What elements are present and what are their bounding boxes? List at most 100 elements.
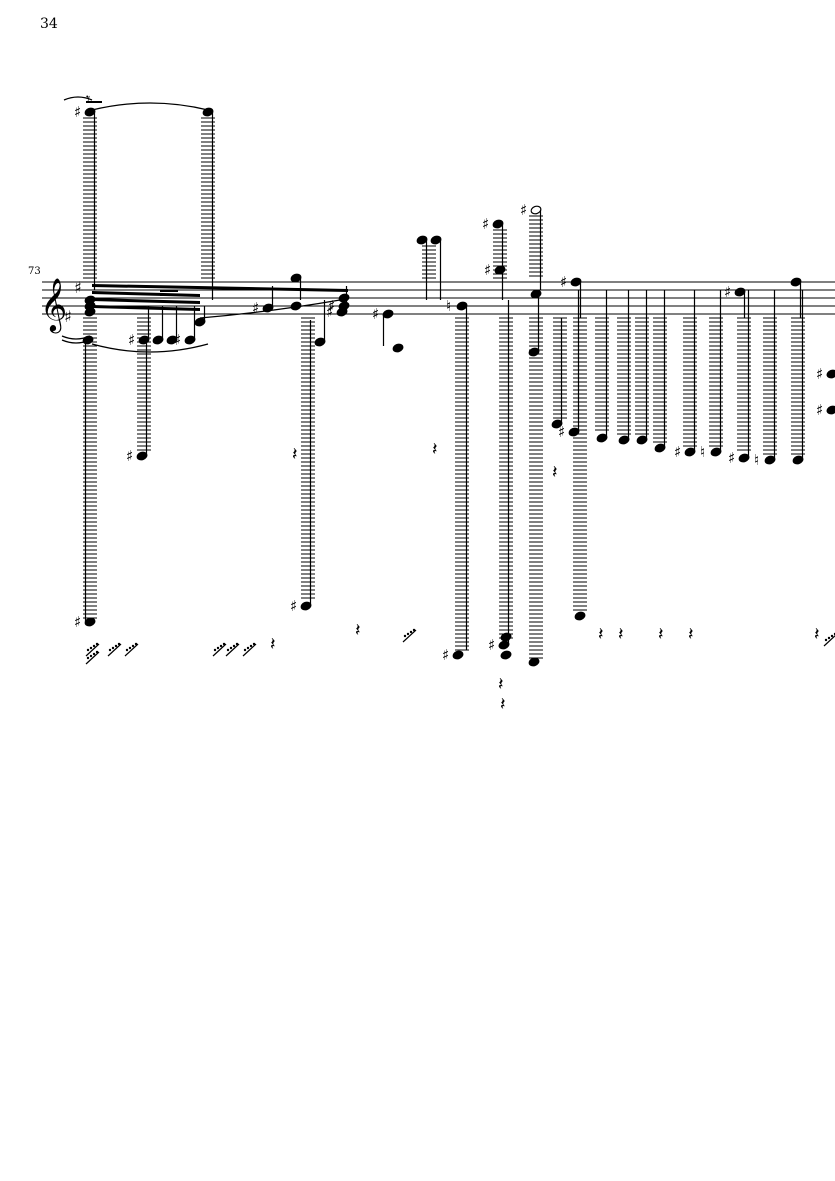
tremolo-dot [213, 648, 217, 652]
notehead-icon [194, 317, 206, 327]
quarter-rest-icon: 𝄽 [598, 624, 604, 645]
notehead-icon [654, 443, 666, 453]
beam-icon [92, 284, 348, 311]
notehead-icon [84, 617, 96, 627]
sharp-icon: ♯ [816, 365, 823, 383]
notehead-icon [764, 455, 776, 465]
tremolo-dot [128, 646, 132, 650]
quarter-rest-icon: 𝄽 [688, 624, 694, 645]
sharp-icon: ♯ [558, 423, 565, 441]
notehead-icon [530, 289, 542, 299]
eighth-rest-icon: 𝄾 [86, 89, 90, 108]
tie-icon [61, 96, 341, 353]
notehead-icon [568, 427, 580, 437]
tremolo-dot [252, 642, 256, 646]
sharp-icon: ♯ [290, 597, 297, 615]
tremolo-dot [131, 644, 135, 648]
ledger-lines [83, 117, 805, 659]
quarter-rest-icon: 𝄽 [498, 674, 504, 695]
tremolo-dot [89, 646, 93, 650]
sharp-icon: ♯ [674, 443, 681, 461]
notehead-icon [382, 309, 394, 319]
tremolo-dot [216, 646, 220, 650]
notehead-icon [336, 307, 348, 317]
tremolo-slash [212, 643, 227, 657]
notehead-icon [202, 107, 214, 117]
tremolo-dot [95, 642, 99, 646]
sharp-icon: ♯ [74, 278, 82, 297]
notehead-icon [498, 640, 510, 650]
quarter-rest-icon: 𝄽 [500, 694, 506, 715]
tremolo-dot [117, 642, 121, 646]
sharp-icon: ♯ [372, 305, 379, 323]
notehead-icon [290, 273, 302, 283]
notehead-icon [392, 343, 404, 353]
sharp-icon: ♯ [252, 299, 259, 317]
notehead-icon [138, 335, 150, 345]
tremolo-dot [412, 628, 416, 632]
notehead-icon [596, 433, 608, 443]
tremolo-dot [222, 642, 226, 646]
sharp-icon: ♯ [328, 297, 335, 315]
notehead-icon [574, 611, 586, 621]
accidentals: ♯♯♯♯♯♯♯♯♯♯♮♯♯♯♯♯♯♯♯♮♯♮♯♯♯ [74, 103, 823, 664]
tremolo-dot [125, 648, 129, 652]
notehead-icon [734, 287, 746, 297]
tremolo-dot [108, 648, 112, 652]
notehead-icon [184, 335, 196, 345]
quarter-rest-icon: 𝄽 [432, 439, 438, 460]
quarter-rest-icon: 𝄽 [658, 624, 664, 645]
sharp-icon: ♯ [560, 273, 567, 291]
sharp-icon: ♯ [520, 201, 527, 219]
notehead-icon [618, 435, 630, 445]
notehead-icon [500, 650, 512, 660]
tremolo-dot [235, 642, 239, 646]
tremolo-dot [114, 644, 118, 648]
stems [84, 112, 835, 665]
tremolo-dot [86, 656, 90, 660]
rests: 𝄽𝄽𝄽𝄽𝄽𝄽𝄽𝄽𝄽𝄽𝄽𝄽 [270, 439, 820, 715]
tremolo-dot [249, 644, 253, 648]
sharp-icon: ♯ [74, 103, 81, 121]
tremolo-slash [402, 629, 417, 643]
notehead-icon [528, 347, 540, 357]
sharp-icon: ♯ [484, 261, 491, 279]
sharp-icon: ♯ [816, 401, 823, 419]
notehead-icon [826, 369, 835, 379]
noteheads [82, 107, 835, 667]
tremolo-dot [111, 646, 115, 650]
tremolo-slash [107, 643, 122, 657]
sharp-icon: ♯ [174, 331, 181, 349]
notehead-icon [792, 455, 804, 465]
tremolo-dot [226, 648, 230, 652]
tremolo-slash [85, 643, 100, 657]
notehead-icon [430, 235, 442, 245]
quarter-rest-icon: 𝄽 [618, 624, 624, 645]
tremolo-dot [95, 650, 99, 654]
notehead-icon [492, 219, 504, 229]
natural-icon: ♮ [446, 297, 451, 315]
quarter-rest-icon: 𝄽 [270, 634, 276, 655]
quarter-rest-icon: 𝄽 [552, 462, 558, 483]
notehead-icon [528, 657, 540, 667]
tremolo-slash [124, 643, 139, 657]
quarter-rest-icon: 𝄽 [355, 620, 361, 641]
notehead-icon [500, 632, 512, 642]
notehead-icon [416, 235, 428, 245]
sharp-icon: ♯ [724, 283, 731, 301]
sharp-icon: ♯ [488, 636, 495, 654]
tremolo-dot [92, 644, 96, 648]
notehead-icon [710, 447, 722, 457]
notehead-icon [738, 453, 750, 463]
sharp-icon: ♯ [728, 449, 735, 467]
notehead-icon [456, 301, 468, 311]
notehead-icon [684, 447, 696, 457]
key-signature: ♯ ♯ [64, 278, 82, 326]
tremolo-slash [85, 651, 100, 665]
sharp-icon: ♯ [128, 331, 135, 349]
tremolo-dot [134, 642, 138, 646]
notehead-icon [152, 335, 164, 345]
notehead-icon [136, 451, 148, 461]
notehead-icon [166, 335, 178, 345]
